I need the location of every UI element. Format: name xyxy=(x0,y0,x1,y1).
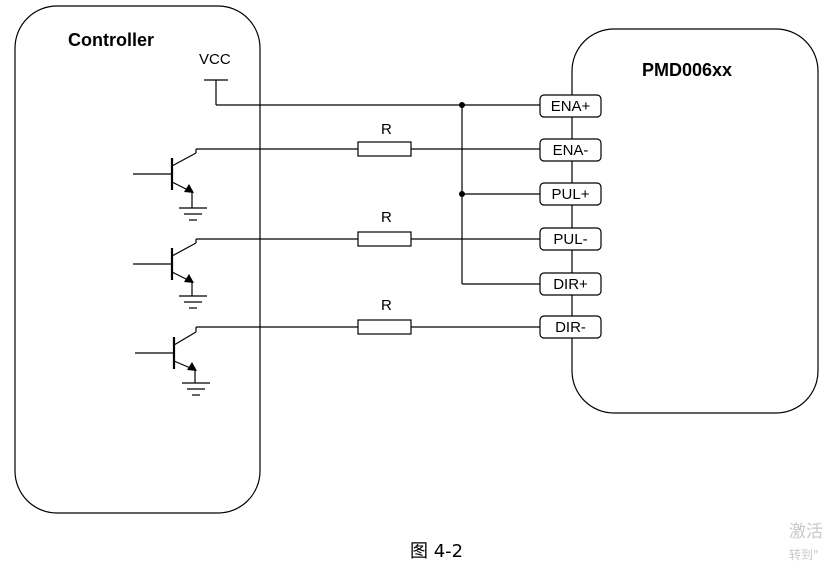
resistor xyxy=(357,231,412,247)
npn-transistor xyxy=(133,149,197,208)
junction-dot xyxy=(459,102,465,108)
driver-title: PMD006xx xyxy=(642,60,732,80)
resistor xyxy=(357,319,412,335)
pin-label-pul-minus: PUL- xyxy=(553,231,587,248)
pin-label-ena-minus: ENA- xyxy=(553,142,589,159)
pin-box-pul-minus xyxy=(539,227,602,251)
pin-box-ena-minus xyxy=(539,138,602,162)
ground-symbol xyxy=(179,207,207,221)
watermark-text: 激活 xyxy=(789,522,823,542)
pin-label-dir-plus: DIR+ xyxy=(553,276,588,293)
npn-transistor xyxy=(133,239,197,296)
npn-transistor xyxy=(135,327,197,383)
pin-box-dir-plus xyxy=(539,272,602,296)
pin-label-dir-minus: DIR- xyxy=(555,319,586,336)
watermark-subtext: 转到" xyxy=(789,547,819,562)
junction-dot xyxy=(459,191,465,197)
pin-box-ena-plus xyxy=(539,94,602,118)
vcc-label: VCC xyxy=(199,51,231,68)
ground-symbol xyxy=(179,295,207,309)
resistor-label: R xyxy=(381,209,392,226)
pin-label-ena-plus: ENA+ xyxy=(551,98,591,115)
pin-box-dir-minus xyxy=(539,315,602,339)
resistor-label: R xyxy=(381,121,392,138)
resistor xyxy=(357,141,412,157)
pin-label-pul-plus: PUL+ xyxy=(552,186,590,203)
figure-caption: 图 4-2 xyxy=(410,541,463,562)
resistor-label: R xyxy=(381,297,392,314)
pin-box-pul-plus xyxy=(539,182,602,206)
controller-box xyxy=(14,5,261,514)
ground-symbol xyxy=(182,382,210,396)
controller-title: Controller xyxy=(68,30,154,50)
driver-box xyxy=(571,28,819,414)
